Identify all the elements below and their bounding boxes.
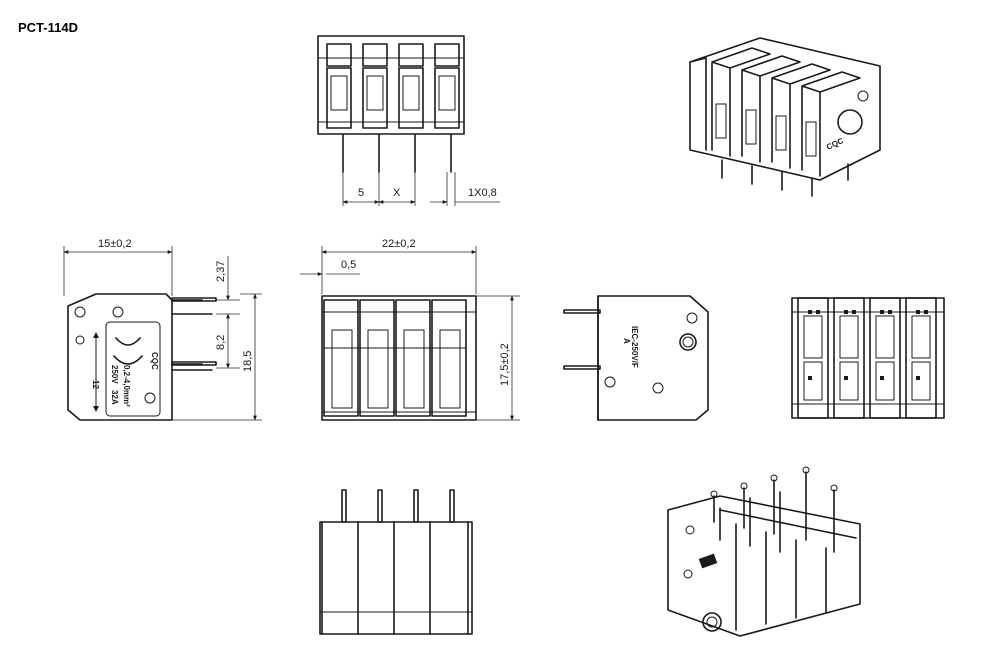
body-height-dimension: 17,5±0,2 — [499, 343, 511, 386]
front-view: 22±0,2 0,5 17,5±0,2 — [300, 238, 520, 421]
rear-view-modules — [321, 521, 469, 635]
pitch-dimension: 5 — [358, 187, 364, 199]
rear-view-pins — [341, 489, 455, 523]
current-rating-mark: 32A — [110, 390, 119, 405]
front-view-modules — [323, 299, 467, 417]
x-dimension: X — [393, 187, 401, 199]
top-view-levers — [326, 43, 460, 129]
back-view: IEC-250V/F A — [563, 295, 709, 421]
voltage-rating-mark: 250V — [110, 365, 119, 384]
bottom-view-right — [791, 297, 945, 419]
cqc-mark: CQC — [150, 352, 159, 370]
edge-dimension: 0,5 — [341, 259, 356, 271]
rear-view-bottom — [319, 489, 473, 635]
wire-range-mark: 0,2-4,0mm² — [122, 365, 131, 407]
width-dimension: 22±0,2 — [382, 238, 416, 250]
height-dimension: 18,5 — [242, 351, 254, 372]
pin-spacing-dimension: 8,2 — [215, 335, 227, 350]
iso-top-modules — [711, 47, 861, 177]
top-view-pins — [342, 133, 452, 173]
isometric-view-top: CQC — [689, 37, 881, 197]
part-number-title: PCT-114D — [18, 20, 78, 35]
isometric-view-bottom — [667, 466, 861, 637]
pin-offset-dimension: 2,37 — [215, 261, 227, 282]
strip-length-mark: 12 — [91, 380, 100, 389]
depth-dimension: 15±0,2 — [98, 238, 132, 250]
back-sub-mark: A — [622, 338, 631, 344]
top-view: 5 X 1X0,8 — [317, 35, 500, 206]
side-view-left: 12 32A 250V 0,2-4,0mm² CQC 15±0,2 2,37 8… — [63, 238, 262, 421]
bottom-view-modules — [797, 297, 937, 419]
back-rating-mark: IEC-250V/F — [630, 326, 639, 368]
side-view-pins — [171, 297, 217, 366]
iso-bottom-pins — [710, 466, 838, 553]
pin-size-dimension: 1X0,8 — [468, 187, 497, 199]
